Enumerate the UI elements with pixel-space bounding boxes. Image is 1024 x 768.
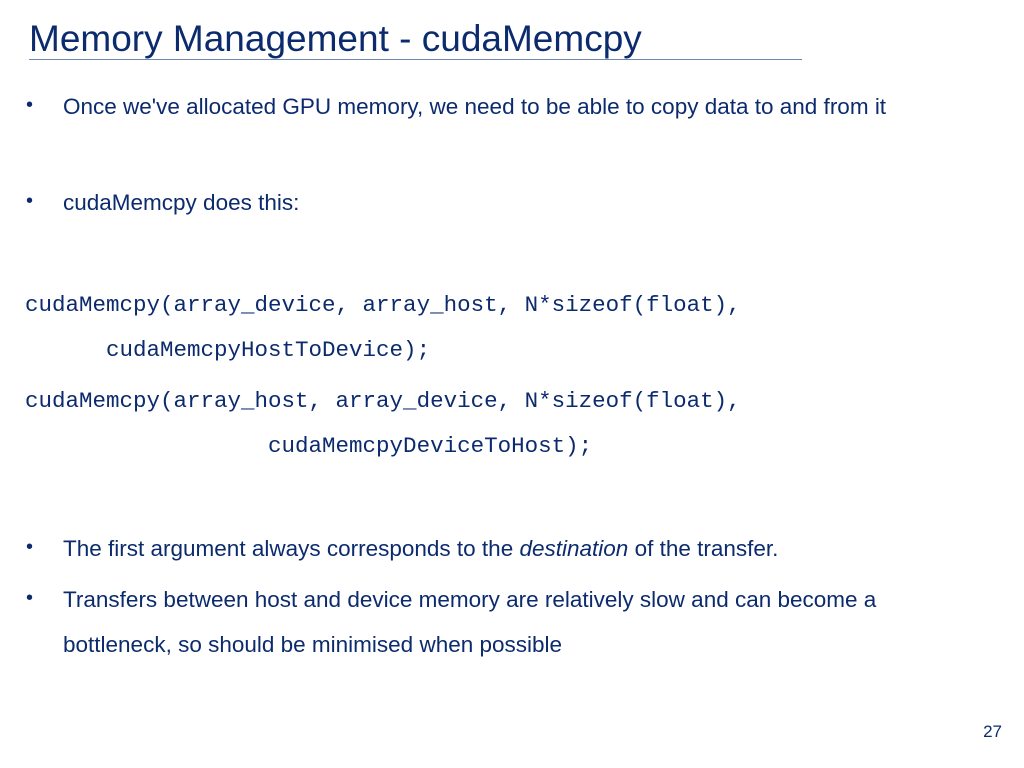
bullet-item: • The first argument always corresponds … <box>26 526 986 571</box>
bullet-text-after: of the transfer. <box>628 536 779 561</box>
bullet-marker: • <box>26 94 34 116</box>
bullet-text: cudaMemcpy does this: <box>63 190 300 215</box>
bullet-text-before: The first argument always corresponds to… <box>63 536 520 561</box>
bullet-text: Once we've allocated GPU memory, we need… <box>63 94 887 119</box>
slide-title: Memory Management - cudaMemcpy <box>29 18 642 59</box>
bullet-marker: • <box>26 587 34 609</box>
code-line: cudaMemcpy(array_device, array_host, N*s… <box>25 292 741 318</box>
bullet-item: • Once we've allocated GPU memory, we ne… <box>26 84 986 129</box>
page-number: 27 <box>983 722 1002 741</box>
bullet-text: Transfers between host and device memory… <box>63 587 877 657</box>
code-line: cudaMemcpy(array_host, array_device, N*s… <box>25 388 741 414</box>
bullet-marker: • <box>26 536 34 558</box>
code-line: cudaMemcpyDeviceToHost); <box>25 433 593 459</box>
emphasized-word: destination <box>519 536 629 561</box>
bullet-marker: • <box>26 190 34 212</box>
title-underline <box>29 59 802 60</box>
bullet-item: • cudaMemcpy does this: <box>26 180 986 225</box>
code-line: cudaMemcpyHostToDevice); <box>25 337 431 363</box>
bullet-text: The first argument always corresponds to… <box>63 526 986 571</box>
bullet-item: • Transfers between host and device memo… <box>26 577 986 667</box>
